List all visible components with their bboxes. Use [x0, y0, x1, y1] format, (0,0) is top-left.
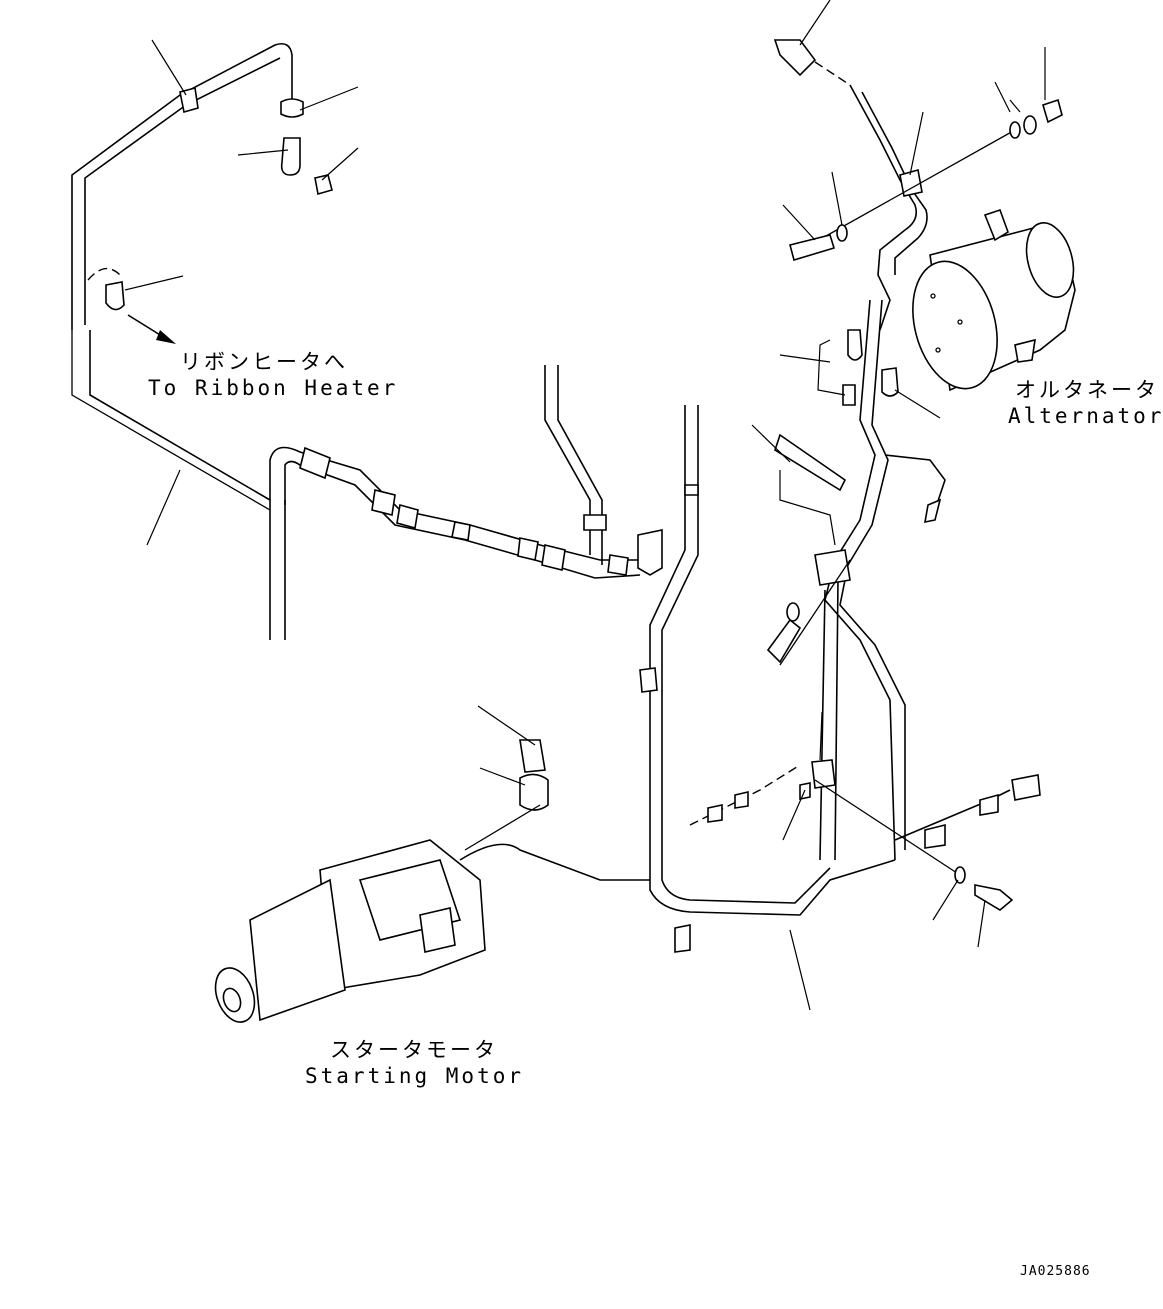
connector — [299, 446, 331, 480]
harness-ribbon-heater — [71, 42, 333, 640]
ribbon-heater-label-en: To Ribbon Heater — [148, 376, 399, 400]
bracket — [637, 529, 663, 576]
harness-clamp — [639, 667, 658, 693]
drawing-code: JA025886 — [1020, 1264, 1091, 1279]
connector — [371, 489, 396, 516]
bracket — [674, 924, 691, 953]
bolt — [766, 618, 802, 664]
connector — [811, 759, 836, 789]
harness-clamp — [179, 86, 199, 114]
harness-lower-right — [689, 759, 1041, 911]
sensor-plug — [773, 39, 817, 77]
harness-clamp — [583, 514, 607, 531]
hardware-upper-right — [766, 98, 1063, 666]
arrow-head-icon — [156, 330, 176, 344]
alternator — [912, 208, 1076, 392]
alternator-label-jp: オルタネータ — [1015, 378, 1159, 402]
terminal-boot — [519, 773, 549, 811]
harness-alternator — [773, 39, 946, 861]
harness-clamp — [517, 537, 539, 561]
nut — [1042, 98, 1063, 124]
bolt — [842, 384, 856, 406]
washer — [1009, 121, 1021, 139]
harness-clamp — [451, 521, 471, 541]
terminal — [881, 367, 899, 397]
starting-motor-label-en: Starting Motor — [305, 1064, 525, 1088]
harness-clamp — [684, 484, 699, 496]
bolt — [789, 234, 836, 262]
nut — [314, 174, 333, 196]
washer — [786, 602, 800, 622]
ribbon-heater-label-jp: リボンヒータへ — [180, 350, 348, 374]
connector — [1011, 774, 1041, 801]
starting-motor-label-jp: スタータモータ — [330, 1038, 498, 1062]
washer — [954, 866, 966, 884]
harness-main-vertical — [639, 405, 896, 953]
terminal-cover — [519, 739, 546, 773]
harness-clamp — [607, 554, 629, 576]
connector — [541, 544, 566, 571]
harness-clamp — [899, 168, 923, 197]
terminal-connector — [280, 137, 301, 176]
bracket — [774, 433, 847, 492]
washer — [836, 224, 848, 242]
leader-lines — [124, 0, 1046, 1011]
washer — [1023, 115, 1037, 135]
bolt — [974, 884, 1014, 911]
harness-middle — [269, 365, 663, 579]
starting-motor — [214, 739, 650, 1023]
harness-clamp — [280, 98, 304, 118]
terminal — [924, 498, 942, 524]
ribbon-heater-terminal — [105, 281, 125, 311]
grommet — [814, 549, 851, 586]
connector — [396, 503, 419, 530]
terminal — [847, 329, 863, 361]
alternator-label-en: Alternator — [1008, 404, 1163, 428]
